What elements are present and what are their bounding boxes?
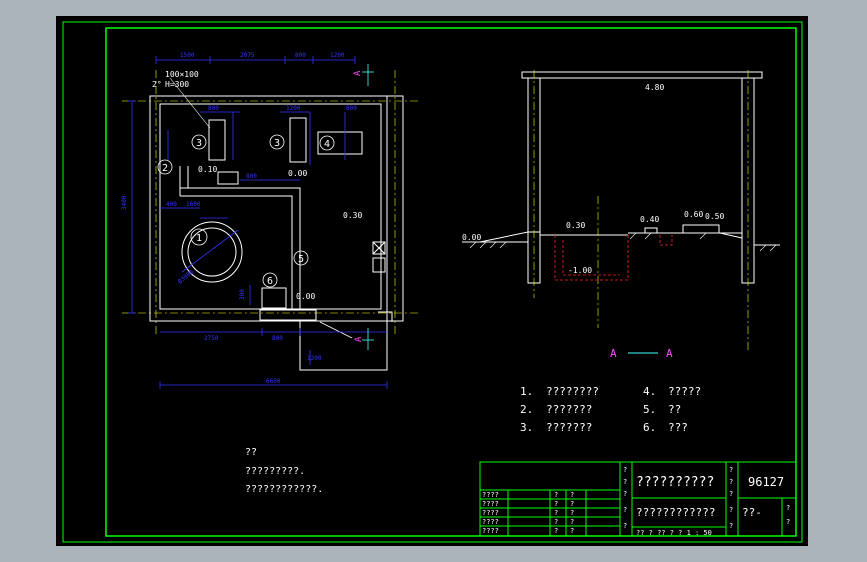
legend-num-3: 3. [520, 421, 533, 434]
legend-num-1: 1. [520, 385, 533, 398]
tb-q-17: ? [554, 509, 558, 517]
legend-text-6: ??? [668, 421, 688, 434]
tb-row-2: ???? [482, 500, 499, 508]
section-elev-040: 0.40 [640, 215, 659, 224]
plan-dim-inner-2: 1200 [286, 105, 301, 112]
section-elev-050: 0.50 [705, 212, 724, 221]
plan-dim-inner-3: 800 [346, 105, 357, 112]
tb-q-5: ? [623, 522, 627, 530]
title-code: ??- [742, 506, 762, 519]
legend-num-4: 4. [643, 385, 656, 398]
notes-title: ?? [245, 447, 257, 458]
plan-dim-top-3: 800 [295, 52, 306, 59]
tb-q-15: ? [554, 500, 558, 508]
tb-q-14: ? [570, 491, 574, 499]
section-view: 4.80 0.00 0.30 0.40 0.60 0.50 -1.00 A A [462, 70, 780, 360]
drawing-notes: ?? ?????????. ????????????. [245, 447, 323, 495]
tb-q-22: ? [570, 527, 574, 535]
plan-dim-top-4: 1200 [330, 52, 345, 59]
tb-q-16: ? [570, 500, 574, 508]
plan-dim-top-2: 2075 [240, 52, 255, 59]
tb-q-11: ? [786, 504, 790, 512]
tb-q-13: ? [554, 491, 558, 499]
plan-dim-inner-5: 800 [246, 173, 257, 180]
plan-dim-inner-6: 1600 [186, 201, 201, 208]
legend-num-5: 5. [643, 403, 656, 416]
item-bubble-4: 4 [324, 139, 330, 150]
section-elev-030: 0.30 [566, 221, 585, 230]
plan-dim-bottom-3: 1200 [307, 355, 322, 362]
legend-text-2: ??????? [546, 403, 592, 416]
tb-q-2: ? [623, 478, 627, 486]
item-bubble-2: 2 [162, 163, 168, 174]
section-marker-top: A [353, 70, 363, 76]
item-bubble-3a: 3 [196, 138, 202, 149]
legend-text-1: ???????? [546, 385, 599, 398]
title-drawing-no: 96127 [748, 475, 784, 489]
section-elev-pit: -1.00 [568, 266, 592, 275]
item-bubble-3b: 3 [274, 138, 280, 149]
section-title-left: A [610, 347, 617, 360]
tb-row-5: ???? [482, 527, 499, 535]
tb-q-4: ? [623, 506, 627, 514]
section-elev-060: 0.60 [684, 210, 703, 219]
tb-q-21: ? [554, 527, 558, 535]
legend-num-6: 6. [643, 421, 656, 434]
legend-text-3: ??????? [546, 421, 592, 434]
tb-q-20: ? [570, 518, 574, 526]
tb-row-4: ???? [482, 518, 499, 526]
tb-q-19: ? [554, 518, 558, 526]
title-sub: ???????????? [636, 506, 715, 519]
plan-dim-inner-1: 800 [208, 105, 219, 112]
section-elev-ground: 0.00 [462, 233, 481, 242]
plan-dim-bottom-1: 2750 [204, 335, 219, 342]
title-main: ?????????? [636, 475, 714, 490]
tb-q-8: ? [729, 490, 733, 498]
pipe-size-label: 100×100 [165, 70, 199, 79]
tb-row-3: ???? [482, 509, 499, 517]
outer-frame [62, 21, 803, 543]
item-bubble-6: 6 [267, 276, 273, 287]
item-bubble-1: 1 [196, 233, 202, 244]
title-block: ?????????? 96127 ???????????? ??- ?? ? ?… [479, 461, 797, 537]
plan-dim-bottom-2: 800 [272, 335, 283, 342]
plan-dim-total: 6600 [266, 378, 281, 385]
tb-q-3: ? [623, 490, 627, 498]
tb-row-1: ???? [482, 491, 499, 499]
tb-q-1: ? [623, 466, 627, 474]
tb-q-18: ? [570, 509, 574, 517]
title-scale-row: ?? ? ?? ? ? 1 : 50 [636, 529, 712, 537]
plan-dim-inner-4: 400 [166, 201, 177, 208]
plan-dim-300: 300 [239, 289, 246, 300]
plan-elev-000b: 0.00 [296, 292, 315, 301]
plan-dim-left: 3400 [121, 195, 128, 210]
equipment-legend: 1. ???????? 2. ??????? 3. ??????? 4. ???… [520, 385, 701, 434]
tb-q-12: ? [786, 518, 790, 526]
tb-q-9: ? [729, 506, 733, 514]
plan-elev-010: 0.10 [198, 165, 217, 174]
section-marker-bottom: A [354, 336, 364, 342]
plan-elev-000a: 0.00 [288, 169, 307, 178]
legend-text-4: ????? [668, 385, 701, 398]
pipe-height-label: H=300 [165, 80, 189, 89]
plan-dim-top-1: 1500 [180, 52, 195, 59]
section-title-right: A [666, 347, 673, 360]
notes-line-2: ????????????. [245, 484, 323, 495]
plan-elev-030: 0.30 [343, 211, 362, 220]
inner-frame [105, 27, 797, 537]
notes-line-1: ?????????. [245, 466, 305, 477]
tb-q-7: ? [729, 478, 733, 486]
tb-q-6: ? [729, 466, 733, 474]
tb-q-10: ? [729, 522, 733, 530]
legend-num-2: 2. [520, 403, 533, 416]
angle-label: 2° [152, 80, 162, 89]
legend-text-5: ?? [668, 403, 681, 416]
section-elev-top: 4.80 [645, 83, 664, 92]
item-bubble-5: 5 [298, 254, 304, 265]
